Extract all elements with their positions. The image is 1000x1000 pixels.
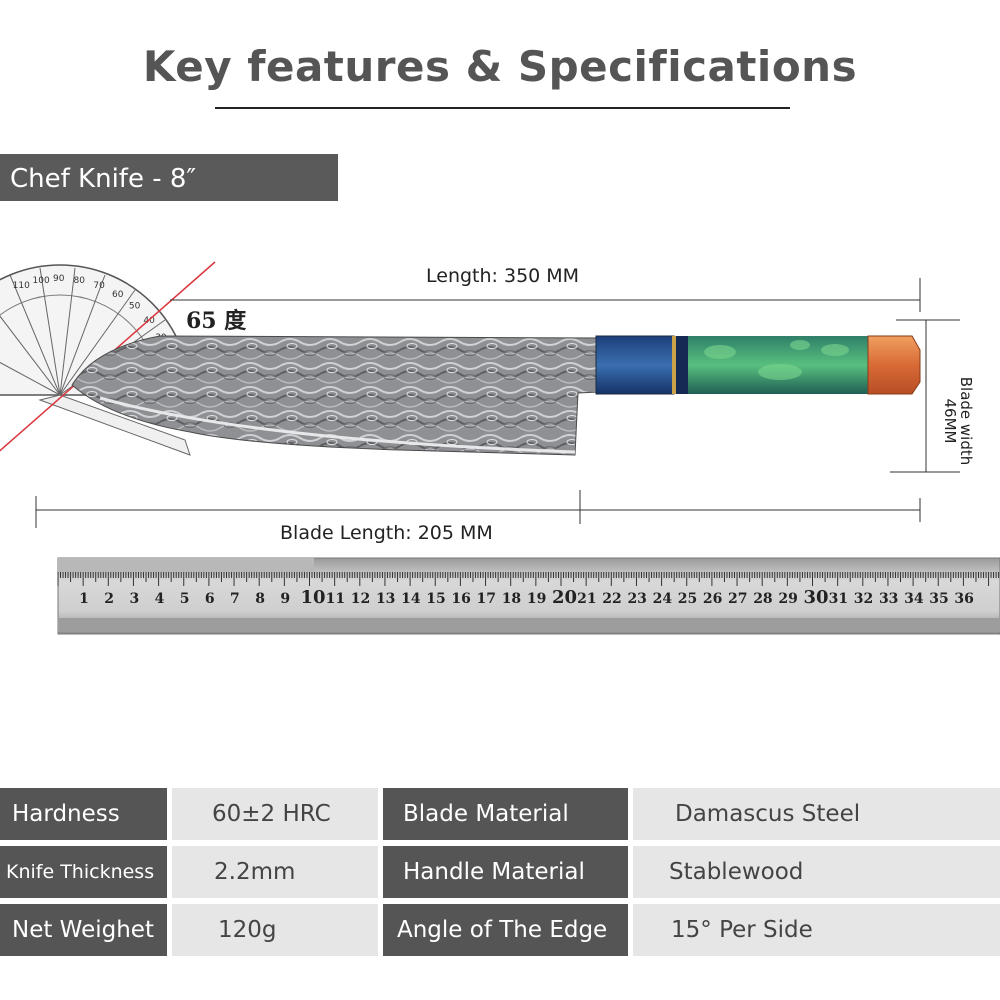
ruler-number: 28 bbox=[753, 591, 772, 607]
ruler-number: 30 bbox=[804, 587, 829, 608]
angle-label: 65 度 bbox=[186, 308, 247, 334]
ruler-number: 12 bbox=[351, 591, 370, 607]
ruler-number: 31 bbox=[829, 591, 848, 607]
blade-width-title: Blade width bbox=[957, 376, 975, 466]
ruler-number: 13 bbox=[376, 591, 395, 607]
ruler-number: 4 bbox=[155, 591, 165, 607]
ruler-number: 1 bbox=[79, 591, 89, 607]
protractor-number: 100 bbox=[33, 276, 50, 286]
length-label: Length: 350 MM bbox=[426, 265, 580, 287]
ruler-number: 24 bbox=[653, 591, 673, 607]
blade-width-value: 46MM bbox=[941, 398, 959, 444]
spec-label-thickness: Knife Thickness bbox=[0, 846, 167, 898]
ruler-number: 17 bbox=[477, 591, 496, 607]
protractor-number: 110 bbox=[13, 281, 30, 291]
spec-label-handle-material: Handle Material bbox=[383, 846, 628, 898]
ruler-number: 35 bbox=[929, 591, 948, 607]
protractor-number: 50 bbox=[129, 302, 141, 312]
ruler-number: 25 bbox=[678, 591, 697, 607]
blade-width-dimension bbox=[890, 319, 960, 473]
ruler-number: 15 bbox=[426, 591, 445, 607]
ruler-number: 16 bbox=[451, 591, 470, 607]
spec-value-edge-angle: 15° Per Side bbox=[633, 904, 1000, 956]
ruler-number: 6 bbox=[205, 591, 215, 607]
ruler-number: 7 bbox=[230, 591, 240, 607]
spec-label-weight: Net Weighet bbox=[0, 904, 167, 956]
blade-width-label: Blade width 46MM bbox=[941, 376, 975, 466]
spec-label-edge-angle: Angle of The Edge bbox=[383, 904, 628, 956]
ruler-number: 3 bbox=[129, 591, 139, 607]
ruler-number: 2 bbox=[104, 591, 114, 607]
ruler-number: 11 bbox=[326, 591, 345, 607]
title-underline bbox=[215, 107, 790, 109]
spec-value-handle-material: Stablewood bbox=[633, 846, 1000, 898]
page-title: Key features & Specifications bbox=[142, 42, 858, 91]
ruler-number: 23 bbox=[627, 591, 646, 607]
ruler-number: 36 bbox=[954, 591, 973, 607]
spec-value-hardness: 60±2 HRC bbox=[172, 788, 378, 840]
ruler-number: 34 bbox=[904, 591, 924, 607]
protractor-number: 60 bbox=[112, 290, 124, 300]
model-banner: Chef Knife - 8″ bbox=[0, 154, 338, 201]
blade-length-label: Blade Length: 205 MM bbox=[280, 522, 493, 544]
spec-value-thickness: 2.2mm bbox=[172, 846, 378, 898]
spec-table: Hardness 60±2 HRC Blade Material Damascu… bbox=[0, 788, 1000, 958]
ruler-number: 10 bbox=[301, 587, 326, 608]
ruler-number: 14 bbox=[401, 591, 421, 607]
model-label: Chef Knife - 8″ bbox=[10, 164, 197, 194]
ruler-number: 8 bbox=[255, 591, 265, 607]
spec-value-blade-material: Damascus Steel bbox=[633, 788, 1000, 840]
ruler-number: 29 bbox=[778, 591, 797, 607]
protractor-number: 90 bbox=[53, 274, 65, 284]
protractor-number: 40 bbox=[143, 316, 155, 326]
spec-label-hardness: Hardness bbox=[0, 788, 167, 840]
ruler-number: 22 bbox=[602, 591, 621, 607]
ruler-number: 27 bbox=[728, 591, 747, 607]
ruler-number: 21 bbox=[577, 591, 596, 607]
spec-value-weight: 120g bbox=[172, 904, 378, 956]
ruler-number: 32 bbox=[854, 591, 873, 607]
protractor-number: 80 bbox=[73, 276, 85, 286]
ruler-number: 33 bbox=[879, 591, 898, 607]
ruler-number: 26 bbox=[703, 591, 722, 607]
ruler-number: 19 bbox=[527, 591, 546, 607]
ruler-number: 18 bbox=[502, 591, 521, 607]
ruler-number: 20 bbox=[552, 587, 577, 608]
spec-label-blade-material: Blade Material bbox=[383, 788, 628, 840]
knife-handle bbox=[595, 335, 921, 395]
blade-length-dimension bbox=[35, 490, 921, 528]
ruler-number: 9 bbox=[280, 591, 290, 607]
ruler-number: 5 bbox=[180, 591, 190, 607]
protractor-number: 70 bbox=[93, 281, 105, 291]
knife-blade bbox=[71, 335, 599, 456]
